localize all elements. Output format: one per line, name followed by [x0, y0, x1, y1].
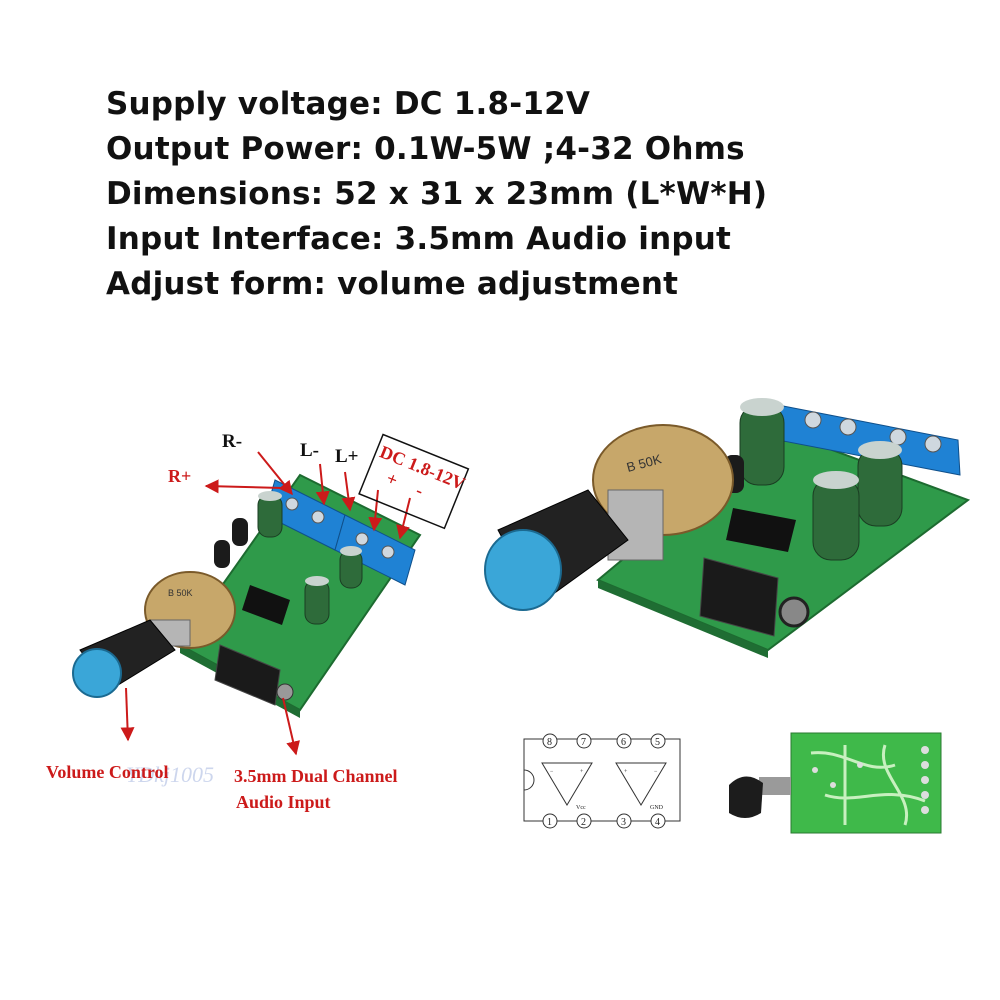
annotated-board-diagram: B 50K R- R+ L- L+ DC 1.8-12V + - YDkj100… [46, 431, 470, 812]
pin-bottom-4: 4 [650, 813, 666, 829]
pin-top-6: 6 [616, 733, 632, 749]
svg-text:2: 2 [581, 817, 586, 828]
terminal-block-power [334, 514, 416, 586]
potentiometer: B 50K [592, 424, 734, 561]
capacitor [339, 546, 363, 589]
pin-bottom-1: 1 [542, 813, 558, 829]
board-back-photo [729, 732, 942, 834]
capacitor [214, 540, 230, 568]
ic-chip [726, 508, 796, 552]
arrow-dc-minus [396, 497, 411, 540]
pcb-back [790, 732, 942, 834]
ic-pinout-diagram: 8 7 6 5 1 2 3 4 − + + − Vcc GND [523, 733, 681, 829]
label-r-minus: R- [222, 431, 242, 452]
gnd-label: GND [650, 805, 664, 811]
label-l-plus: L+ [335, 446, 359, 467]
ic-chip [242, 585, 290, 625]
watermark: YDkj1005 [126, 762, 214, 787]
audio-jack [699, 557, 810, 637]
svg-text:−: − [550, 769, 554, 775]
arrow-input [282, 697, 300, 756]
arrow-l-plus [341, 471, 356, 512]
pin-top-8: 8 [542, 733, 558, 749]
board-photo-large: B 50K [484, 398, 971, 658]
label-l-minus: L- [300, 440, 319, 461]
svg-text:7: 7 [581, 737, 586, 748]
svg-text:+: + [580, 769, 584, 775]
capacitor [857, 441, 903, 527]
arrow-r-minus [257, 451, 293, 496]
volume-knob [72, 619, 176, 698]
arrow-volume [120, 687, 135, 742]
capacitor [232, 518, 248, 546]
label-volume-control: Volume Control [46, 762, 169, 782]
spec-supply-voltage: Supply voltage: DC 1.8-12V [106, 86, 591, 122]
spec-input-interface: Input Interface: 3.5mm Audio input [106, 221, 732, 257]
pcb-edge [598, 580, 768, 658]
spec-adjust-form: Adjust form: volume adjustment [106, 266, 679, 302]
vcc-label: Vcc [576, 805, 586, 811]
arrow-l-minus [315, 463, 330, 506]
arrow-dc-plus [368, 489, 383, 532]
svg-text:5: 5 [655, 737, 660, 748]
arrow-r-plus [204, 479, 283, 494]
label-r-plus: R+ [168, 466, 191, 486]
label-dc-minus: - [413, 480, 426, 501]
audio-jack [214, 644, 294, 706]
svg-text:6: 6 [621, 737, 626, 748]
pin-top-7: 7 [576, 733, 592, 749]
label-input-line2: Audio Input [236, 792, 331, 812]
label-input-line1: 3.5mm Dual Channel [234, 766, 398, 786]
svg-text:−: − [654, 769, 658, 775]
opamp-symbol [615, 762, 667, 806]
volume-knob [729, 776, 791, 818]
spec-dimensions: Dimensions: 52 x 31 x 23mm (L*W*H) [106, 176, 768, 212]
svg-text:8: 8 [547, 737, 552, 748]
opamp-symbol [541, 762, 593, 806]
potentiometer: B 50K [144, 571, 236, 649]
capacitor [739, 398, 785, 486]
svg-text:3: 3 [621, 817, 626, 828]
pin-bottom-3: 3 [616, 813, 632, 829]
capacitor [257, 491, 283, 538]
svg-text:4: 4 [655, 817, 660, 828]
capacitor [304, 576, 330, 625]
svg-text:1: 1 [547, 817, 552, 828]
spec-list: Supply voltage: DC 1.8-12V Output Power:… [106, 82, 767, 307]
label-dc-plus: + [384, 468, 401, 490]
solder-points [812, 746, 929, 814]
svg-text:+: + [624, 769, 628, 775]
pin-top-5: 5 [650, 733, 666, 749]
spec-output-power: Output Power: 0.1W-5W ;4-32 Ohms [106, 131, 745, 167]
capacitor [812, 471, 860, 561]
pin-bottom-2: 2 [576, 813, 592, 829]
volume-knob [484, 489, 629, 611]
pot-label: B 50K [168, 588, 193, 598]
